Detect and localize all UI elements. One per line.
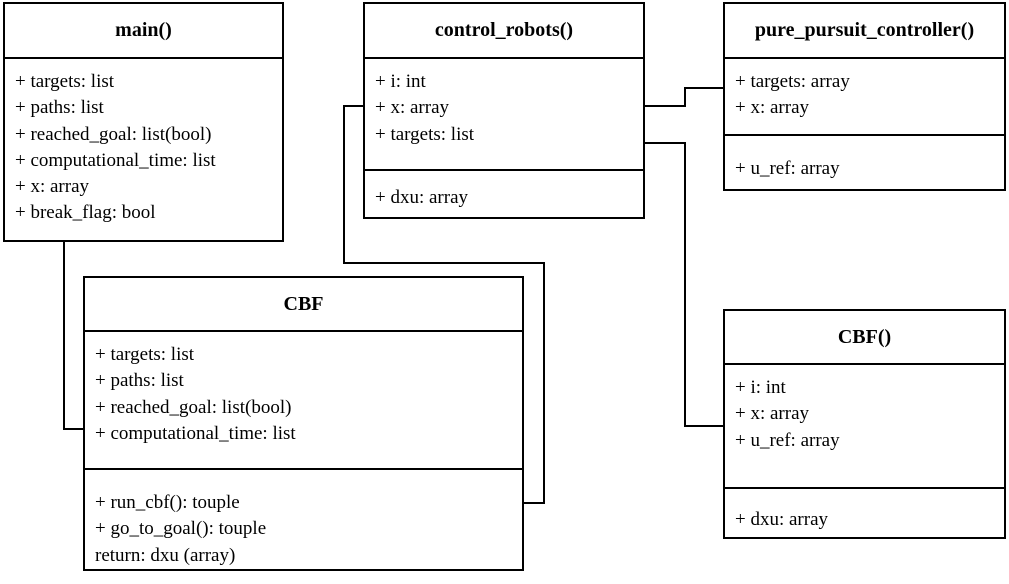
attribute: + i: int [735,377,786,398]
attribute: + targets: array [735,71,850,92]
class-title: CBF [85,278,522,332]
attribute: + targets: list [375,123,475,145]
attributes-section: + i: int + x: array + u_ref: array [725,365,1004,487]
attribute: + computational_time: list [15,149,216,171]
connector-main-cbf [63,241,84,430]
connector-control-robots-cbf-func [644,142,726,427]
methods-section: + dxu: array [365,169,643,211]
attributes-section: + targets: list + paths: list + reached_… [5,59,282,240]
method: + dxu: array [735,509,829,530]
attribute: + x: array [15,176,90,198]
method: + run_cbf(): touple [95,492,240,513]
class-box-cbf-function: CBF() + i: int + x: array + u_ref: array… [723,309,1006,539]
method: + go_to_goal(): touple [95,518,267,540]
methods-section: + run_cbf(): touple + go_to_goal(): toup… [85,468,522,569]
attribute: + x: array [735,97,810,119]
class-box-main: main() + targets: list + paths: list + r… [3,2,284,242]
methods-section: + dxu: array [725,487,1004,533]
class-title: CBF() [725,311,1004,365]
class-title: main() [5,4,282,59]
method: + u_ref: array [735,158,840,179]
attribute: + targets: list [95,344,195,365]
connector-control-robots-pure-pursuit [644,87,726,107]
class-title: control_robots() [365,4,643,59]
class-title: pure_pursuit_controller() [725,4,1004,59]
attribute: + u_ref: array [735,429,840,451]
method: + dxu: array [375,187,469,208]
connector-cbf-control-robots [343,105,545,504]
method: return: dxu (array) [95,544,236,566]
attribute: + reached_goal: list(bool) [95,396,292,418]
attribute: + computational_time: list [95,422,296,444]
class-box-cbf: CBF + targets: list + paths: list + reac… [83,276,524,571]
attribute: + paths: list [95,370,184,392]
attributes-section: + targets: array + x: array [725,59,1004,134]
class-box-pure-pursuit-controller: pure_pursuit_controller() + targets: arr… [723,2,1006,191]
attribute: + paths: list [15,97,104,119]
attributes-section: + targets: list + paths: list + reached_… [85,332,522,468]
attribute: + x: array [375,97,450,119]
attribute: + x: array [735,403,810,425]
class-box-control-robots: control_robots() + i: int + x: array + t… [363,2,645,219]
methods-section: + u_ref: array [725,134,1004,182]
attribute: + reached_goal: list(bool) [15,123,212,145]
attribute: + break_flag: bool [15,202,156,224]
attributes-section: + i: int + x: array + targets: list [365,59,643,169]
attribute: + i: int [375,71,426,92]
attribute: + targets: list [15,71,115,92]
